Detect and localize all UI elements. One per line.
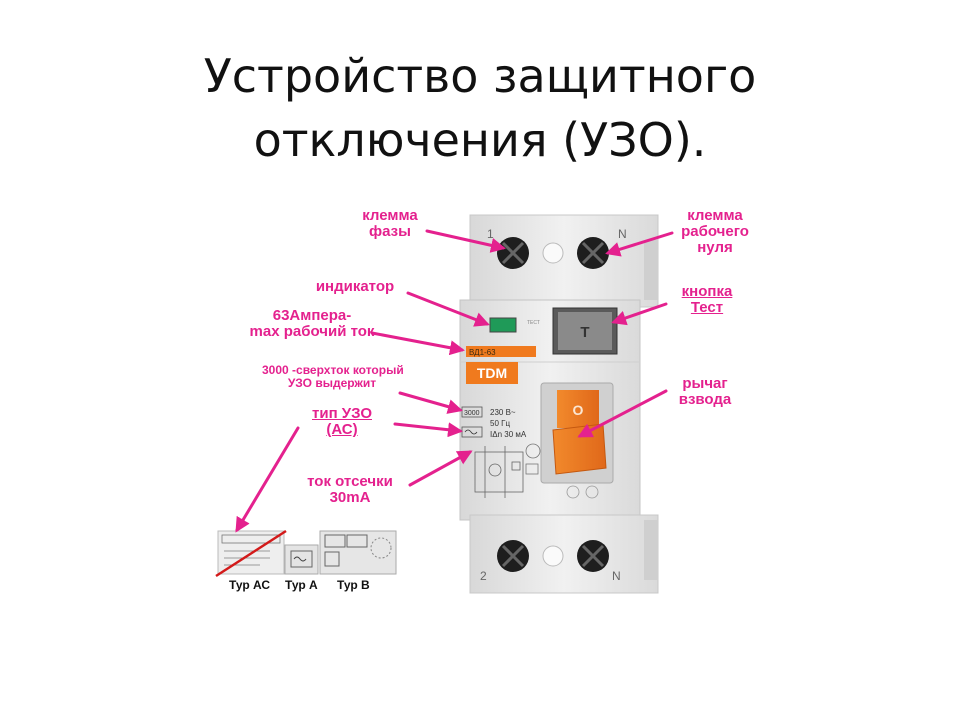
lever-symbol: O: [573, 402, 584, 418]
label-phase-terminal: клемма фазы: [362, 207, 418, 241]
indicator-window: [489, 317, 517, 333]
reset-lever: O: [540, 382, 614, 484]
slide-title: Устройство защитного отключения (УЗО).: [0, 44, 960, 172]
tdm-logo: [466, 362, 518, 384]
wiring-schematic: [474, 446, 524, 498]
arrow-rated-current: [370, 331, 465, 356]
arrow-phase: [425, 229, 506, 253]
arrow-indicator: [406, 291, 490, 327]
test-key-letter: T: [580, 324, 589, 341]
brand-text: TDM: [477, 365, 507, 381]
terminal-2-marking: 2: [480, 569, 487, 583]
breaking-capacity: 3000: [464, 410, 480, 417]
test-button: T: [552, 307, 618, 355]
caption-type-b: Тур В: [337, 578, 370, 592]
rcd-device: 1 N ТЕСТ T ВД1-63 TDM 3000 230 В~ 50 Гц …: [459, 214, 659, 594]
label-trip-current: ток отсечки 30mA: [307, 473, 393, 507]
label-overcurrent: 3000 -сверхток который УЗО выдержит: [262, 363, 404, 390]
arrow-overcurrent: [398, 391, 463, 414]
label-rated-current: 63Ампера- max рабочий ток: [249, 307, 375, 341]
label-rcd-type: тип УЗО (АС): [312, 405, 372, 439]
label-test-button: кнопка Тест: [681, 283, 733, 317]
frequency-spec: 50 Гц: [490, 419, 510, 428]
label-lever: рычаг взвода: [678, 375, 732, 409]
test-caption: ТЕСТ: [527, 320, 540, 326]
arrow-rcd-type-sample: [235, 426, 300, 533]
arrow-neutral: [605, 231, 674, 257]
terminal-top-right: [577, 237, 609, 269]
screw-hole-bottom: [542, 545, 564, 567]
screw-hole-top: [542, 242, 564, 264]
title-line-1: Устройство защитного: [203, 49, 757, 103]
label-neutral-terminal: клемма рабочего нуля: [681, 207, 749, 257]
label-indicator: индикатор: [315, 278, 395, 295]
caption-type-a: Тур А: [285, 578, 318, 592]
terminal-n-marking-bottom: N: [612, 569, 621, 583]
terminal-top-left: [497, 237, 529, 269]
terminal-n-marking-top: N: [618, 227, 627, 241]
pointer-arrows: [235, 229, 674, 533]
arrow-rcd-type: [393, 422, 463, 438]
terminal-bottom-left: [497, 540, 529, 572]
voltage-spec: 230 В~: [490, 408, 516, 417]
arrow-lever: [577, 389, 668, 438]
terminal-1-marking: 1: [487, 227, 494, 241]
title-line-2: отключения (УЗО).: [253, 113, 707, 167]
type-samples: [215, 529, 397, 578]
type-ac-strikeout: [215, 529, 287, 578]
caption-type-ac: Тур АС: [229, 578, 271, 592]
terminal-bottom-right: [577, 540, 609, 572]
model-strip: ВД1-63: [469, 348, 496, 357]
leakage-spec: IΔn 30 мА: [490, 430, 527, 439]
arrow-test: [611, 302, 668, 326]
arrow-trip-current: [408, 450, 473, 487]
